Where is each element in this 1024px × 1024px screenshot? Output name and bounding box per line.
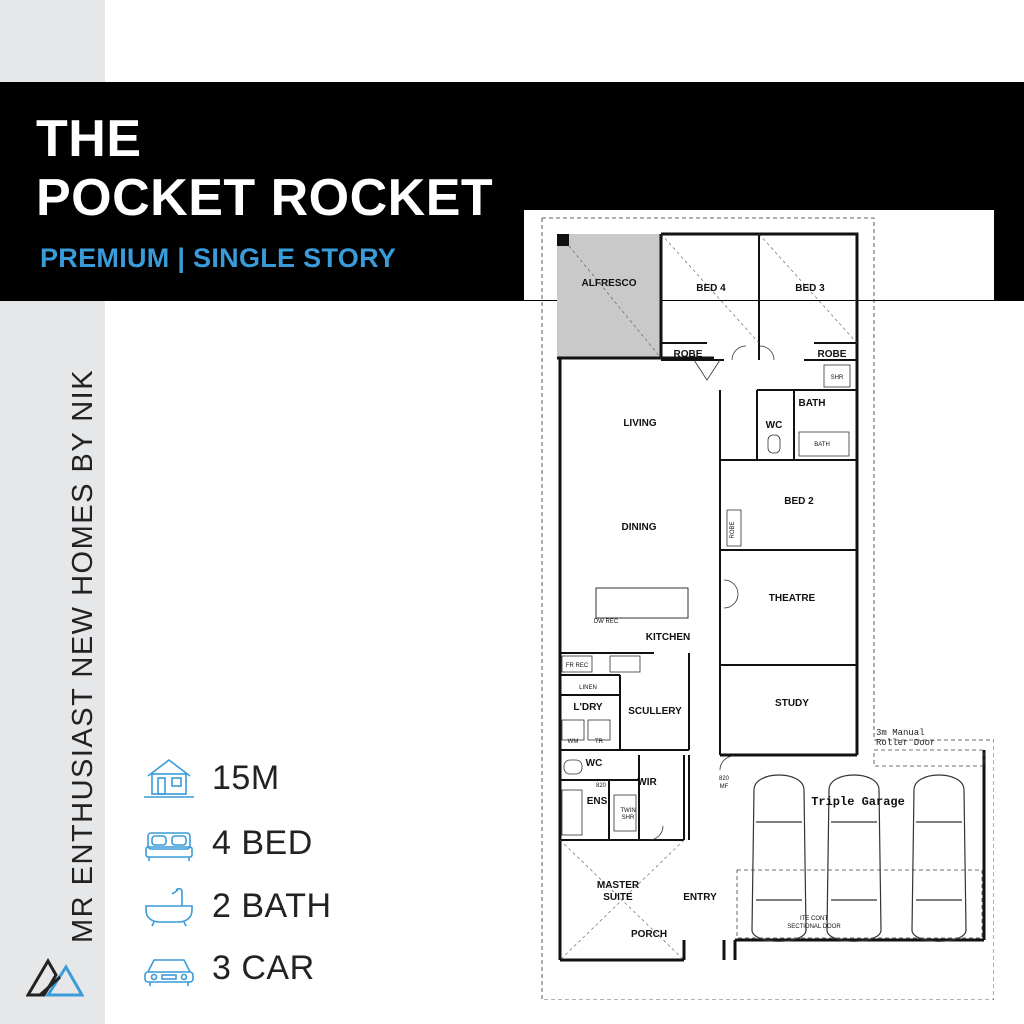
spec-bedrooms-label: 4 BED (212, 823, 313, 862)
vertical-brand-text: MR ENTHUSIAST NEW HOMES BY NIK (67, 368, 99, 943)
room-dining: DINING (622, 522, 657, 533)
room-robe-bed4: ROBE (674, 349, 703, 360)
alfresco-post (557, 234, 569, 246)
room-robe-bed3: ROBE (818, 349, 847, 360)
sectional-door-note-1: ITE CONT (800, 916, 828, 922)
room-bath: BATH (798, 398, 825, 409)
room-master-suite-1: MASTER (597, 880, 640, 891)
fixture-dw-rec: DW REC (594, 619, 619, 625)
room-wc-ensuite: WC (586, 758, 603, 769)
room-theatre: THEATRE (769, 593, 816, 604)
room-bed3: BED 3 (795, 283, 825, 294)
room-entry: ENTRY (683, 892, 717, 903)
room-bed4: BED 4 (696, 283, 726, 294)
room-kitchen: KITCHEN (646, 632, 690, 643)
room-living: LIVING (623, 418, 657, 429)
fixture-twin-shower-1: TWIN (620, 808, 635, 814)
house-frontage-icon (144, 758, 194, 798)
subtitle: PREMIUM | SINGLE STORY (40, 243, 397, 273)
spec-garage-label: 3 CAR (212, 948, 315, 987)
bed-icon (145, 832, 193, 861)
spec-bathrooms: 2 BATH (142, 882, 332, 930)
room-laundry: L'DRY (573, 702, 603, 713)
fixture-shower: SHR (831, 375, 844, 381)
title-line-1: THE (36, 110, 142, 168)
room-master-suite-2: SUITE (603, 892, 633, 903)
sectional-door-note-2: SECTIONAL DOOR (787, 924, 841, 930)
spec-bathrooms-label: 2 BATH (212, 886, 332, 925)
title-line-2: POCKET ROCKET (36, 169, 494, 227)
spec-garage: 3 CAR (142, 944, 315, 992)
lot-boundary (541, 217, 994, 1000)
room-alfresco: ALFRESCO (582, 278, 637, 289)
roller-door-note-1: 3m Manual (876, 728, 925, 738)
room-robe-bed2: ROBE (730, 521, 736, 538)
floor-plan: ALFRESCO BED 4 BED 3 ROBE ROBE BATH BATH… (524, 210, 994, 1000)
spec-frontage-label: 15M (212, 758, 280, 797)
room-porch: PORCH (631, 929, 667, 940)
fixture-fridge-rec: FR REC (566, 663, 589, 669)
door-size-820-mf-2: MF (720, 784, 729, 790)
alfresco-area (557, 234, 661, 358)
room-scullery: SCULLERY (628, 706, 682, 717)
car-icon (144, 959, 194, 986)
room-study: STUDY (775, 698, 809, 709)
fixture-trough: TR (595, 739, 604, 745)
floor-plan-drawing: ALFRESCO BED 4 BED 3 ROBE ROBE BATH BATH… (541, 217, 994, 1000)
spec-frontage: 15M (142, 754, 280, 802)
room-wc-main: WC (766, 420, 783, 431)
door-size-820: 820 (596, 783, 607, 789)
fixture-twin-shower-2: SHR (622, 815, 635, 821)
door-size-820-mf-1: 820 (719, 776, 730, 782)
room-bed2: BED 2 (784, 496, 814, 507)
room-ensuite: ENS (587, 796, 608, 807)
room-linen: LINEN (579, 685, 597, 691)
bathtub-icon (145, 887, 193, 927)
room-wir: WIR (637, 777, 657, 788)
fixture-washing-machine: WM (568, 739, 579, 745)
spec-bedrooms: 4 BED (142, 819, 313, 867)
fixture-bath-tub: BATH (814, 442, 830, 448)
triangle-logo-icon (26, 958, 84, 997)
roller-door-note-2: Roller Door (876, 738, 935, 748)
room-triple-garage: Triple Garage (811, 795, 905, 809)
